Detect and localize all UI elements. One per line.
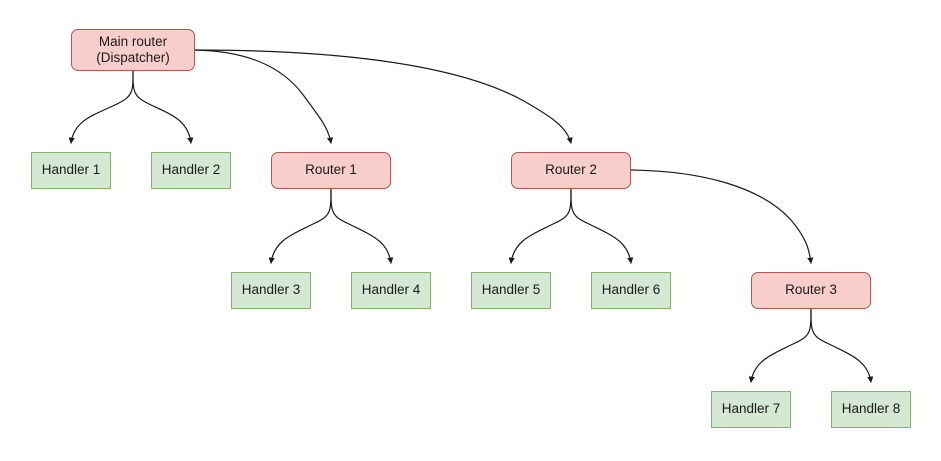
- node-main-router-label-line2: (Dispatcher): [96, 50, 170, 65]
- edge-main-handler-1: [68, 70, 134, 144]
- node-handler-5-label: Handler 5: [481, 282, 541, 298]
- node-router-2-label: Router 2: [545, 162, 597, 178]
- node-handler-8[interactable]: Handler 8: [831, 391, 911, 428]
- node-router-3-label: Router 3: [785, 282, 837, 298]
- node-handler-2[interactable]: Handler 2: [151, 152, 231, 189]
- node-handler-1-label: Handler 1: [41, 162, 101, 178]
- node-main-router-label-line1: Main router: [98, 33, 168, 49]
- node-handler-3-label: Handler 3: [241, 282, 301, 298]
- node-handler-6-label: Handler 6: [601, 282, 661, 298]
- node-router-1-label: Router 1: [305, 162, 357, 178]
- node-handler-4[interactable]: Handler 4: [351, 272, 431, 309]
- edge-router-2-handler-6: [570, 188, 634, 264]
- node-router-3[interactable]: Router 3: [751, 272, 871, 309]
- node-main-router[interactable]: Main router (Dispatcher): [71, 29, 195, 71]
- node-handler-2-label: Handler 2: [161, 162, 221, 178]
- node-handler-7-label: Handler 7: [721, 401, 781, 417]
- edge-router-3-handler-7: [748, 308, 812, 383]
- node-handler-6[interactable]: Handler 6: [591, 272, 671, 309]
- edge-main-router-1: [194, 49, 334, 144]
- edge-main-router-2: [194, 49, 573, 144]
- node-router-1[interactable]: Router 1: [271, 152, 391, 189]
- node-handler-8-label: Handler 8: [841, 401, 901, 417]
- node-handler-1[interactable]: Handler 1: [31, 152, 111, 189]
- edge-main-handler-2: [132, 70, 194, 144]
- edge-router-3-handler-8: [810, 308, 874, 383]
- edge-router-2-handler-5: [508, 188, 572, 264]
- node-handler-5[interactable]: Handler 5: [471, 272, 551, 309]
- edge-router-2-router-3: [630, 169, 814, 264]
- edge-router-1-handler-3: [268, 188, 332, 264]
- node-handler-3[interactable]: Handler 3: [231, 272, 311, 309]
- edge-router-1-handler-4: [330, 188, 394, 264]
- node-router-2[interactable]: Router 2: [511, 152, 631, 189]
- node-handler-4-label: Handler 4: [361, 282, 421, 298]
- node-handler-7[interactable]: Handler 7: [711, 391, 791, 428]
